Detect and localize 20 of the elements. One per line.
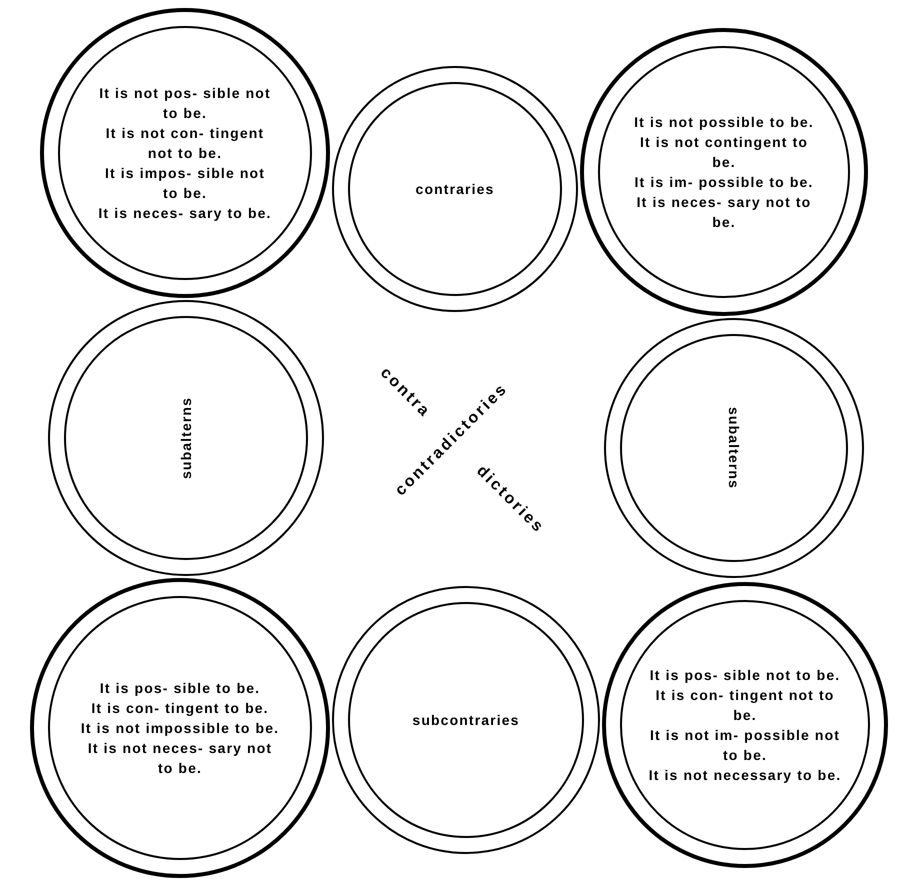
statement-text: It is not im- possible not to be. — [648, 726, 842, 765]
statement-text: subalterns — [177, 397, 195, 479]
statement-text: contraries — [416, 180, 494, 199]
statement-text: It is con- tingent not to be. — [654, 686, 836, 725]
statement-text: It is im- possible to be. — [634, 173, 814, 192]
statement-text: It is pos- sible not to be. — [650, 666, 840, 685]
statement-text: It is not pos- sible not to be. — [98, 84, 272, 123]
statement-text: It is not necessary to be. — [648, 766, 842, 785]
statement-text: It is neces- sary not to be. — [636, 193, 812, 232]
statement-text: subcontraries — [412, 711, 520, 730]
statement-text: It is not neces- sary not to be. — [86, 739, 274, 778]
statement-text: It is not impossible to be. — [80, 719, 280, 738]
statement-text: It is not contingent to be. — [638, 133, 810, 172]
statement-text: subalterns — [725, 407, 743, 489]
statement-text: It is neces- sary to be. — [98, 204, 272, 223]
statement-text: It is con- tingent to be. — [91, 699, 269, 718]
statement-text: It is impos- sible not to be. — [104, 164, 266, 203]
statement-text: It is pos- sible to be. — [100, 679, 260, 698]
statement-text: It is not con- tingent not to be. — [104, 124, 266, 163]
statement-text: It is not possible to be. — [634, 113, 814, 132]
